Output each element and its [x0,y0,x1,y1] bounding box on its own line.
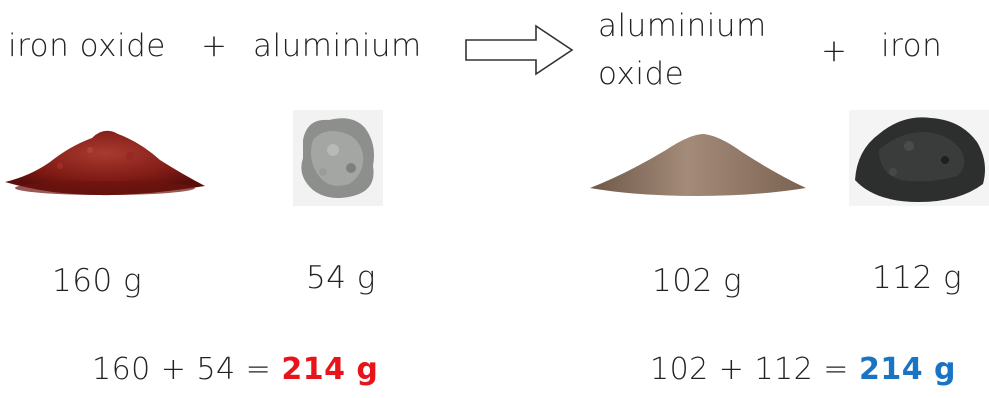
plus-sign-left: + [201,28,228,64]
product-aluminium-oxide-line1: aluminium [598,8,767,44]
right-sum-total: 214 g [858,352,956,387]
left-sum-expression: 160 + 54 = [92,352,282,387]
mass-iron-oxide: 160 g [52,263,143,299]
iron-oxide-powder-image [5,130,205,196]
reactant-iron-oxide: iron oxide [8,28,166,64]
iron-powder-image [849,110,989,206]
left-sum-total: 214 g [281,352,379,387]
aluminium-powder-image [293,110,383,206]
product-iron: iron [881,28,943,64]
mass-aluminium-oxide: 102 g [652,263,743,299]
mass-iron: 112 g [872,260,963,296]
reactant-aluminium: aluminium [253,28,422,64]
mass-aluminium: 54 g [306,260,376,296]
plus-sign-right: + [821,33,848,69]
product-aluminium-oxide-line2: oxide [598,56,685,92]
aluminium-oxide-powder-image [590,134,806,196]
left-mass-sum: 160 + 54 = 214 g [92,352,378,387]
right-sum-expression: 102 + 112 = [650,352,859,387]
right-mass-sum: 102 + 112 = 214 g [650,352,956,387]
reaction-arrow-icon [465,24,574,76]
